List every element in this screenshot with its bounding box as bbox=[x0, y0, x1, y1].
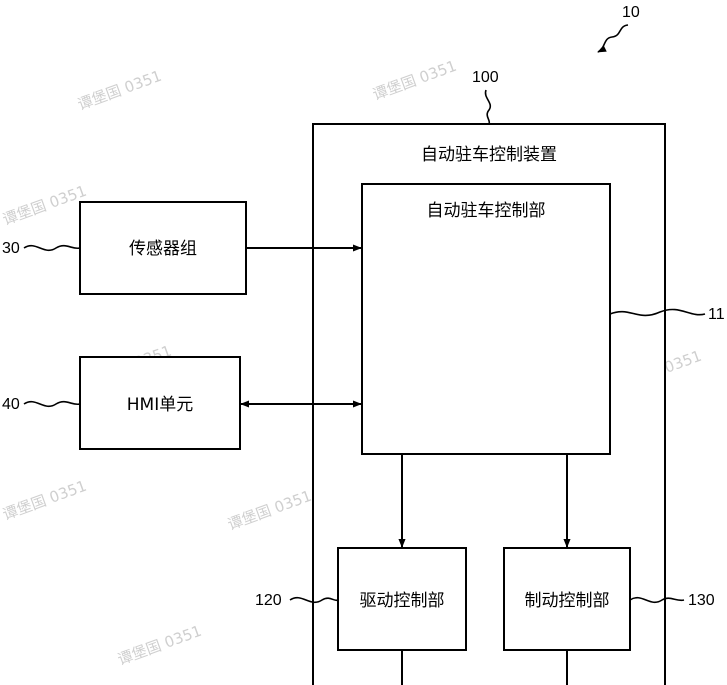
watermark: 谭堡国 0351 bbox=[370, 57, 459, 104]
sensor-group-box bbox=[79, 201, 247, 295]
watermark: 谭堡国 0351 bbox=[0, 182, 89, 229]
brake-control-box bbox=[503, 547, 631, 651]
parking-control-unit-box bbox=[361, 183, 611, 455]
ref-sensors-label: 30 bbox=[2, 240, 20, 257]
ref-system-label: 10 bbox=[622, 4, 640, 21]
ref-control-unit-label: 11 bbox=[708, 306, 725, 323]
hmi-unit-box bbox=[79, 356, 241, 450]
watermark: 谭堡国 0351 bbox=[75, 67, 164, 114]
parking-control-unit-label: 自动驻车控制部 bbox=[427, 201, 546, 221]
parking-control-device-label: 自动驻车控制装置 bbox=[421, 145, 557, 165]
ref-sensors-leader bbox=[23, 244, 81, 252]
watermark: 谭堡国 0351 bbox=[0, 477, 89, 524]
watermark: 谭堡国 0351 bbox=[115, 622, 204, 669]
ref-brake-leader bbox=[629, 596, 685, 604]
hmi-unit-label: HMI单元 bbox=[127, 395, 193, 415]
ref-drive-leader bbox=[289, 596, 339, 604]
ref-control-unit-leader bbox=[609, 308, 706, 317]
ref-device-leader bbox=[484, 89, 492, 125]
ref-hmi-label: 40 bbox=[2, 396, 20, 413]
ref-drive-label: 120 bbox=[255, 592, 282, 609]
drive-control-label: 驱动控制部 bbox=[360, 591, 445, 611]
brake-control-label: 制动控制部 bbox=[525, 591, 610, 611]
ref-system-leader bbox=[597, 24, 629, 53]
ref-brake-label: 130 bbox=[688, 592, 715, 609]
watermark: 谭堡国 0351 bbox=[225, 487, 314, 534]
sensor-group-label: 传感器组 bbox=[129, 239, 197, 259]
ref-hmi-leader bbox=[23, 400, 81, 408]
ref-device-label: 100 bbox=[472, 69, 499, 86]
